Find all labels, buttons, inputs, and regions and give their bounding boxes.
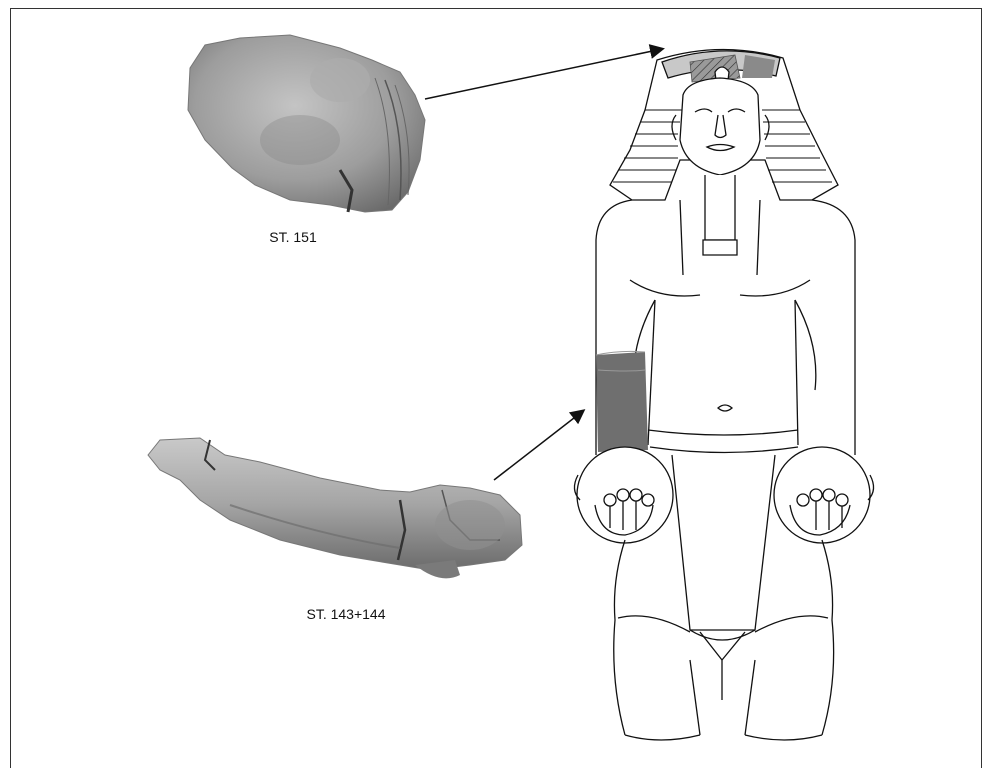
statue-drawing (574, 49, 873, 740)
arrow-to-headdress-icon (425, 49, 662, 99)
forearm-fragment-highlight (596, 352, 648, 452)
arrow-to-forearm-icon (494, 411, 583, 480)
fragment-st143-144-photo (148, 438, 522, 578)
fragment-st151-photo (188, 35, 425, 212)
fragment-st151-label: ST. 151 (269, 229, 317, 245)
fragment-st143-144-label: ST. 143+144 (306, 606, 385, 622)
